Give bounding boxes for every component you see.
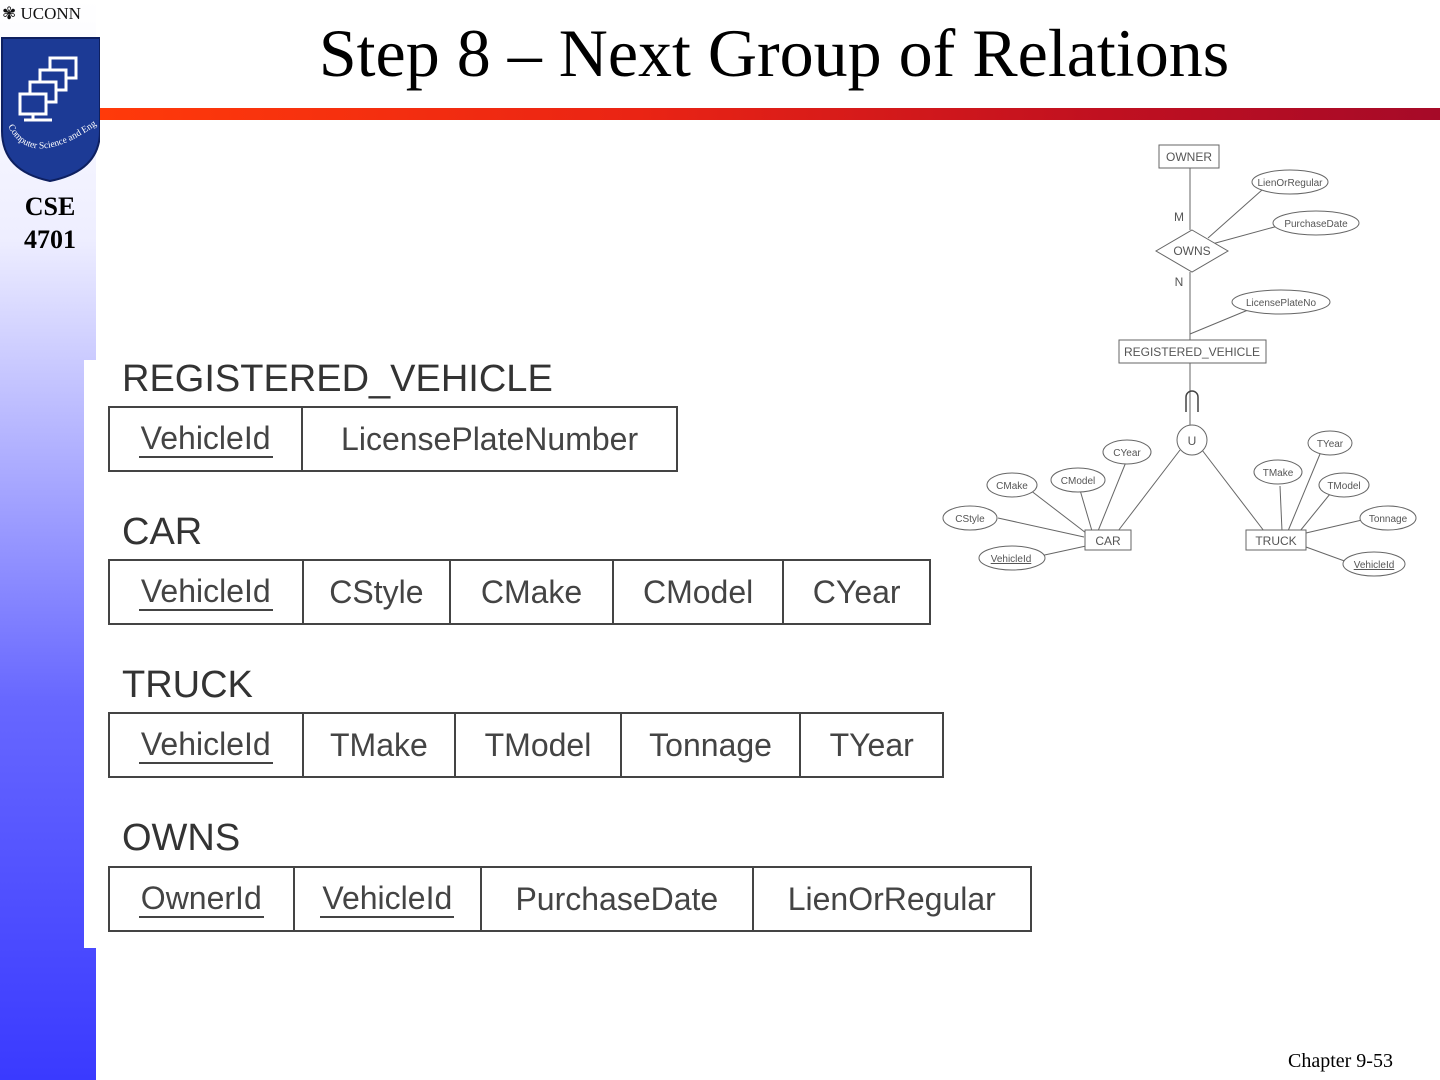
- column-vehicleid: VehicleId: [107, 406, 304, 472]
- column-tyear: TYear: [799, 712, 944, 778]
- course-code: CSE 4701: [0, 190, 100, 256]
- column-cmodel: CModel: [611, 559, 785, 625]
- column-vehicleid: VehicleId: [108, 559, 304, 625]
- content-panel: [84, 360, 100, 948]
- attr-purchasedate: PurchaseDate: [1284, 219, 1348, 230]
- attr-tmodel: TModel: [1327, 481, 1360, 492]
- relationship-owns-label: OWNS: [1173, 244, 1210, 258]
- union-label: U: [1188, 434, 1197, 448]
- course-prefix: CSE: [24, 192, 76, 221]
- relation-name-registered-vehicle: REGISTERED_VEHICLE: [122, 358, 553, 400]
- union-circle: [1176, 424, 1208, 456]
- attr-tyear: TYear: [1317, 439, 1344, 450]
- attr-truck-vehicleid: VehicleId: [1354, 560, 1395, 571]
- title-bar: [100, 108, 1440, 120]
- entity-car-label: CAR: [1095, 534, 1121, 548]
- attr-cstyle: CStyle: [955, 514, 985, 525]
- cse-seal-icon: Computer Science and Engineering: [0, 36, 100, 183]
- attr-licenseplateno: LicensePlateNo: [1246, 298, 1316, 309]
- relation-name-car: CAR: [122, 511, 203, 553]
- slide-title: Step 8 – Next Group of Relations: [318, 15, 1230, 91]
- entity-truck-label: TRUCK: [1255, 534, 1296, 548]
- uconn-logo: ✾ UCONN: [2, 4, 81, 24]
- attr-car-vehicleid: VehicleId: [991, 554, 1032, 565]
- relation-name-owns: OWNS: [122, 817, 241, 859]
- column-vehicleid: VehicleId: [292, 866, 483, 932]
- attr-cmodel: CModel: [1061, 476, 1095, 487]
- course-number: 4701: [24, 225, 76, 254]
- cardinality-n: N: [1175, 275, 1184, 289]
- column-vehicleid: VehicleId: [108, 712, 304, 778]
- entity-truck: [1245, 529, 1307, 551]
- relation-car: VehicleId CStyle CMake CModel CYear: [108, 559, 931, 625]
- column-licenseplatenumber: LicensePlateNumber: [301, 406, 678, 472]
- relationship-owns: [1155, 229, 1229, 273]
- husky-icon: ✾: [2, 4, 17, 23]
- entity-owner-label: OWNER: [1166, 150, 1212, 164]
- entity-registered-vehicle: [1118, 339, 1267, 364]
- slide-footer: Chapter 9-53: [1288, 1050, 1393, 1072]
- column-tonnage: Tonnage: [619, 712, 802, 778]
- attr-tonnage: Tonnage: [1369, 514, 1408, 525]
- attr-lienorregular: LienOrRegular: [1257, 178, 1323, 189]
- column-cyear: CYear: [782, 559, 931, 625]
- column-cstyle: CStyle: [301, 559, 452, 625]
- relation-truck: VehicleId TMake TModel Tonnage TYear: [108, 712, 944, 778]
- attr-tmake: TMake: [1263, 468, 1294, 479]
- column-tmodel: TModel: [454, 712, 622, 778]
- uconn-logo-text: UCONN: [20, 4, 81, 23]
- attr-cyear: CYear: [1113, 448, 1141, 459]
- relation-registered-vehicle: VehicleId LicensePlateNumber: [107, 406, 678, 472]
- column-ownerid: OwnerId: [108, 866, 295, 932]
- relation-name-truck: TRUCK: [122, 664, 253, 706]
- column-tmake: TMake: [301, 712, 457, 778]
- cardinality-m: M: [1174, 210, 1184, 224]
- attr-cmake: CMake: [996, 481, 1028, 492]
- column-lienorregular: LienOrRegular: [751, 866, 1033, 932]
- entity-car: [1084, 529, 1132, 551]
- column-purchasedate: PurchaseDate: [480, 866, 754, 932]
- column-cmake: CMake: [449, 559, 614, 625]
- entity-owner: [1158, 144, 1220, 169]
- entity-registered-vehicle-label: REGISTERED_VEHICLE: [1124, 345, 1260, 359]
- relation-owns: OwnerId VehicleId PurchaseDate LienOrReg…: [108, 866, 1033, 932]
